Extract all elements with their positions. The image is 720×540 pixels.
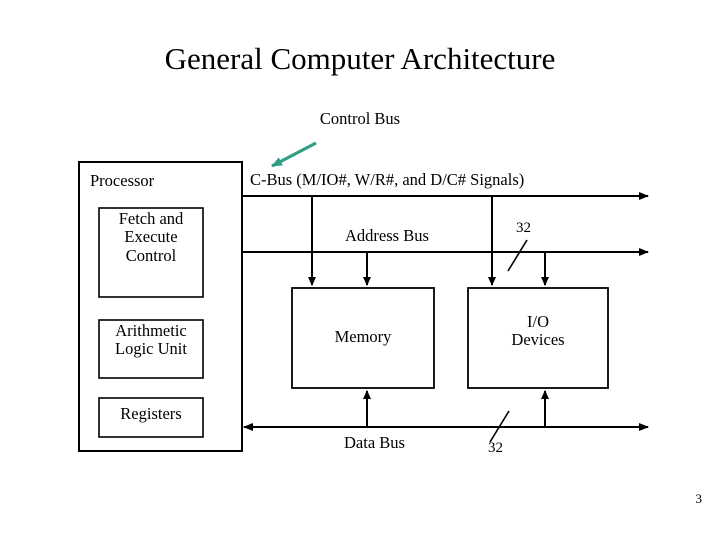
address-bus-label: Address Bus bbox=[345, 226, 429, 245]
page-title: General Computer Architecture bbox=[164, 41, 556, 76]
memory-box bbox=[291, 287, 435, 389]
control-bus-callout-arrow bbox=[271, 141, 317, 168]
address-bus-width-label: 32 bbox=[516, 220, 531, 236]
registers-box bbox=[98, 397, 204, 438]
processor-box bbox=[78, 161, 243, 452]
page-number: 3 bbox=[695, 491, 703, 506]
processor-label: Processor bbox=[90, 171, 155, 190]
fetch-execute-control-box bbox=[98, 207, 204, 298]
control-bus-label: C-Bus (M/IO#, W/R#, and D/C# Signals) bbox=[250, 170, 525, 189]
memory-label: Memory bbox=[334, 327, 392, 346]
io-devices-box bbox=[467, 287, 609, 389]
data-bus-width-slash bbox=[489, 410, 510, 443]
arithmetic-logic-unit-box bbox=[98, 319, 204, 379]
data-bus-label: Data Bus bbox=[344, 433, 405, 452]
address-bus-width-slash bbox=[507, 239, 528, 272]
registers-label: Registers bbox=[120, 404, 182, 423]
data-bus-width-label: 32 bbox=[488, 440, 503, 456]
control-bus-callout-label: Control Bus bbox=[319, 109, 401, 128]
